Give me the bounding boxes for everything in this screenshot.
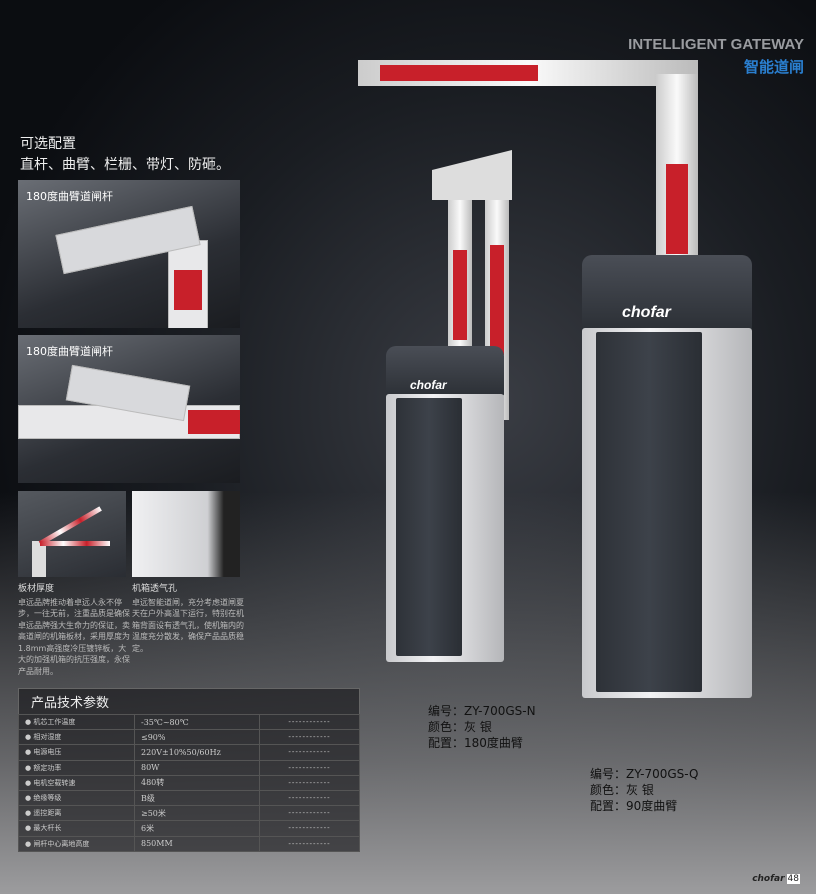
model-color: 颜色：灰 银: [590, 783, 654, 797]
options-heading: 可选配置 直杆、曲臂、栏栅、带灯、防砸。: [20, 134, 230, 176]
brand-title-cn: 智能道闸: [743, 58, 804, 76]
spec-label: ● 机芯工作温度: [18, 713, 135, 731]
spec-value: ≥50米: [134, 805, 260, 822]
options-title: 可选配置: [20, 136, 76, 152]
spec-row: ● 遥控距离≥50米------------: [18, 805, 360, 822]
spec-extra: ------------: [259, 713, 360, 731]
footer-brand: chofar: [752, 874, 785, 884]
spec-label-text: 相对湿度: [33, 733, 62, 742]
spec-label-text: 遥控距离: [33, 809, 62, 818]
cabinet-lid: [386, 346, 504, 396]
spec-extra: ------------: [259, 835, 360, 852]
spec-label-text: 机芯工作温度: [33, 718, 76, 727]
model-config: 配置：90度曲臂: [590, 799, 678, 813]
feature-thickness: 板材厚度卓远品牌推动着卓远人永不停步，一往无前，注重品质是确保卓远品牌强大生命力…: [18, 584, 130, 677]
arm-pole-left: [448, 190, 472, 350]
spec-label: ● 电源电压: [18, 744, 135, 761]
cabinet-lid: [582, 255, 752, 330]
spec-extra: ------------: [259, 729, 360, 746]
spec-value: 80W: [134, 759, 260, 776]
cabinet-logo: chofar: [410, 378, 447, 392]
model-number: 编号：ZY-700GS-N: [428, 704, 536, 718]
spec-extra: ------------: [259, 805, 360, 822]
spec-label: ● 闸杆中心离地高度: [18, 835, 135, 852]
spec-label-text: 额定功率: [33, 763, 62, 772]
feature-title: 板材厚度: [18, 584, 55, 594]
brand-title-en: INTELLIGENT GATEWAY: [628, 36, 804, 53]
photo-curved-arm-1: 180度曲臂道闸杆: [18, 180, 240, 328]
spec-label: ● 遥控距离: [18, 805, 135, 822]
model-number: 编号：ZY-700GS-Q: [590, 767, 699, 781]
spec-table: 产品技术参数 ● 机芯工作温度-35℃~80℃------------● 相对湿…: [18, 688, 360, 852]
spec-extra: ------------: [259, 820, 360, 837]
model-n-info: 编号：ZY-700GS-N 颜色：灰 银 配置：180度曲臂: [428, 703, 536, 751]
cabinet-door: [596, 332, 702, 692]
photo-caption: 180度曲臂道闸杆: [26, 190, 113, 203]
spec-extra: ------------: [259, 759, 360, 776]
cabinet-door: [396, 398, 462, 656]
spec-value: 850MM: [134, 835, 260, 852]
feature-body: 卓远品牌推动着卓远人永不停步，一往无前，注重品质是确保卓远品牌强大生命力的保证，…: [18, 597, 130, 676]
spec-extra: ------------: [259, 774, 360, 791]
spec-label-text: 电源电压: [33, 748, 62, 757]
vertical-arm: [656, 74, 698, 264]
feature-title: 机箱透气孔: [132, 584, 178, 594]
spec-extra: ------------: [259, 744, 360, 761]
spec-label-text: 闸杆中心离地高度: [33, 839, 90, 848]
spec-label: ● 绝缘等级: [18, 789, 135, 807]
spec-table-title: 产品技术参数: [18, 688, 360, 714]
cabinet-logo: chofar: [622, 304, 671, 321]
spec-label: ● 电机空载转速: [18, 774, 135, 791]
spec-value: -35℃~80℃: [134, 713, 260, 731]
spec-label: ● 额定功率: [18, 759, 135, 776]
photo-caption: 180度曲臂道闸杆: [26, 345, 113, 358]
horizontal-arm: [358, 60, 698, 86]
spec-value: B级: [134, 789, 260, 807]
model-color: 颜色：灰 银: [428, 720, 492, 734]
page-number: 48: [786, 874, 800, 884]
spec-row: ● 机芯工作温度-35℃~80℃------------: [18, 713, 360, 731]
spec-value: 6米: [134, 820, 260, 837]
photo-arm-motion: [18, 491, 126, 577]
options-list: 直杆、曲臂、栏栅、带灯、防砸。: [20, 157, 230, 173]
model-q-info: 编号：ZY-700GS-Q 颜色：灰 银 配置：90度曲臂: [590, 766, 699, 814]
photo-curved-arm-2: 180度曲臂道闸杆: [18, 335, 240, 483]
spec-label: ● 相对湿度: [18, 729, 135, 746]
feature-body: 卓远智能道闸，充分考虑道闸夏天在户外高温下运行，特别在机箱背面设有透气孔，使机箱…: [132, 597, 244, 653]
feature-vent: 机箱透气孔卓远智能道闸，充分考虑道闸夏天在户外高温下运行，特别在机箱背面设有透气…: [132, 584, 244, 654]
spec-value: 480转: [134, 774, 260, 791]
spec-label-text: 绝缘等级: [33, 794, 62, 803]
spec-label: ● 最大杆长: [18, 820, 135, 837]
spec-label-text: 电机空载转速: [33, 778, 76, 787]
spec-extra: ------------: [259, 789, 360, 807]
spec-row: ● 相对湿度≤90%------------: [18, 729, 360, 746]
spec-label-text: 最大杆长: [33, 824, 62, 833]
spec-value: 220V±10%50/60Hz: [134, 744, 260, 761]
photo-vent-holes: [132, 491, 240, 577]
model-config: 配置：180度曲臂: [428, 736, 523, 750]
spec-value: ≤90%: [134, 729, 260, 746]
